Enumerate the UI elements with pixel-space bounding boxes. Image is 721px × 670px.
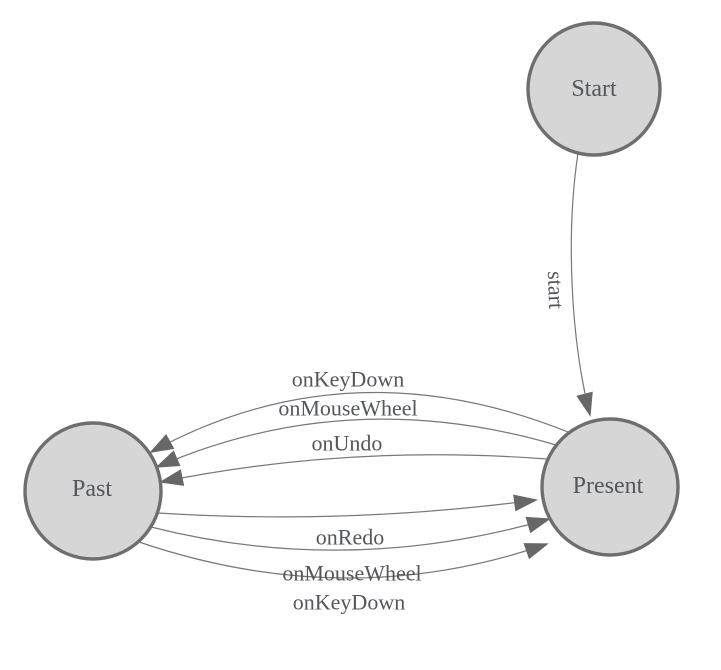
state-node-present-label: Present (573, 473, 644, 499)
state-node-past[interactable]: Past (23, 421, 163, 561)
transition-label-onredo: onRedo (316, 525, 384, 550)
transition-edge-present-to-past-onundo[interactable] (159, 454, 548, 486)
transition-edge-past-to-present-onredo[interactable] (157, 494, 538, 518)
transition-edge-present-to-past-onmousewheel[interactable] (155, 418, 557, 468)
transition-edge-past-to-present-onmousewheel[interactable] (150, 516, 551, 551)
transition-label-onkeydown-bottom: onKeyDown (293, 590, 405, 615)
transition-edge-present-to-past-onkeydown[interactable] (149, 391, 569, 453)
transition-edge-past-to-present-onkeydown[interactable] (138, 541, 549, 579)
state-node-start-circle[interactable] (526, 21, 662, 157)
transition-edges (138, 152, 593, 579)
state-nodes: Start Present Past (23, 21, 680, 561)
state-node-past-label: Past (72, 476, 112, 502)
transition-label-onkeydown-top: onKeyDown (292, 367, 404, 392)
state-node-present[interactable]: Present (540, 417, 680, 557)
transition-label-start: start (543, 271, 569, 310)
state-node-present-circle[interactable] (540, 417, 680, 557)
state-node-start-label: Start (571, 76, 617, 102)
transition-edge-start-to-present[interactable] (570, 152, 593, 417)
transition-label-onmousewheel-top: onMouseWheel (278, 396, 417, 421)
transition-label-onmousewheel-bottom: onMouseWheel (282, 561, 421, 586)
transition-label-onundo: onUndo (312, 431, 383, 456)
state-node-past-circle[interactable] (23, 421, 163, 561)
state-node-start[interactable]: Start (526, 21, 662, 157)
transition-labels: start onKeyDown onMouseWheel onUndo onRe… (278, 271, 569, 615)
